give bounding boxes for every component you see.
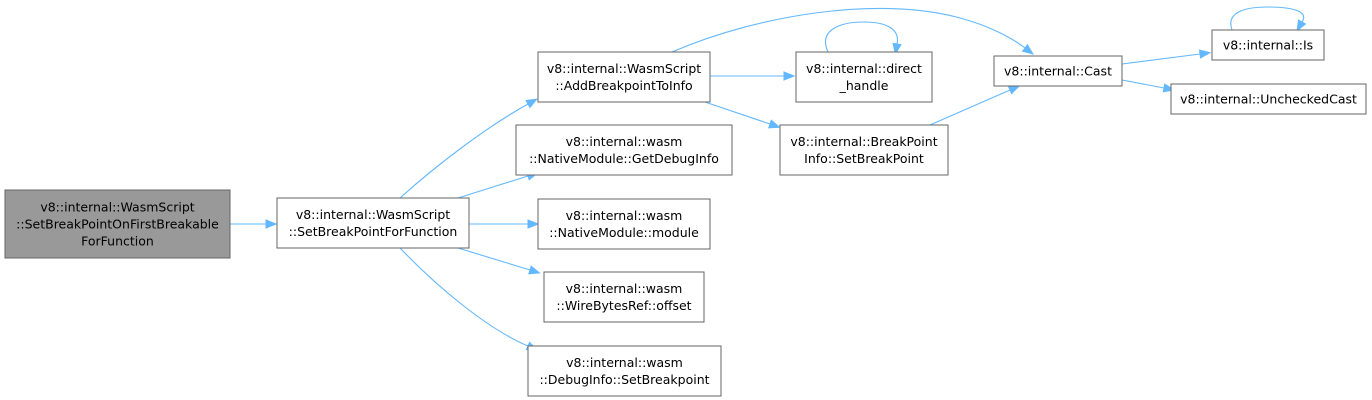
- node-label-line: v8::internal::wasm: [566, 355, 683, 370]
- arrowhead: [1198, 49, 1212, 59]
- node-label-line: ::NativeModule::module: [549, 225, 699, 240]
- edge-line: [1230, 6, 1305, 31]
- node-root[interactable]: v8::internal::WasmScript::SetBreakPointO…: [4, 189, 231, 259]
- edge-set_bp_for_fn-to-wire_offset: [457, 247, 541, 275]
- edge-cast-to-unchecked_cast: [1121, 79, 1176, 93]
- edge-line: [457, 247, 531, 271]
- node-box[interactable]: [4, 189, 231, 259]
- edge-line: [825, 21, 898, 53]
- node-is[interactable]: v8::internal::Is: [1211, 29, 1325, 61]
- node-label-line: v8::internal::wasm: [566, 134, 683, 149]
- node-label-line: ::WireBytesRef::offset: [556, 298, 691, 313]
- arrowhead: [783, 71, 796, 81]
- node-label-line: _handle: [839, 78, 889, 93]
- edge-is-to-is: [1230, 6, 1307, 32]
- edge-line: [1121, 79, 1165, 89]
- edge-set_bp_for_fn-to-native_module: [469, 219, 540, 229]
- edge-line: [399, 103, 529, 199]
- node-box[interactable]: [276, 197, 470, 249]
- node-box[interactable]: [515, 124, 733, 176]
- edge-set_bp_for_fn-to-add_bp_to_info: [399, 98, 538, 199]
- node-label-line: ::SetBreakPointForFunction: [289, 224, 458, 239]
- node-label-line: ForFunction: [81, 234, 154, 249]
- node-bpinfo-set[interactable]: v8::internal::BreakPointInfo::SetBreakPo…: [779, 124, 949, 176]
- node-label-line: v8::internal::direct: [806, 61, 922, 76]
- edge-line: [1121, 53, 1201, 65]
- edge-line: [399, 247, 529, 347]
- node-label-line: v8::internal::WasmScript: [547, 61, 701, 76]
- node-cast[interactable]: v8::internal::Cast: [993, 55, 1123, 87]
- node-label-line: v8::internal::UncheckedCast: [1180, 92, 1357, 107]
- edge-set_bp_for_fn-to-debug_set_bp: [399, 247, 539, 351]
- nodes-layer: v8::internal::WasmScript::SetBreakPointO…: [4, 29, 1367, 397]
- node-box[interactable]: [1170, 83, 1367, 115]
- node-unchecked-cast[interactable]: v8::internal::UncheckedCast: [1170, 83, 1367, 115]
- arrowhead: [525, 98, 538, 109]
- node-box[interactable]: [527, 345, 722, 397]
- node-label-line: v8::internal::BreakPoint: [790, 134, 937, 149]
- edge-bpinfo_set-to-cast: [929, 85, 1021, 126]
- node-label-line: ::NativeModule::GetDebugInfo: [529, 151, 719, 166]
- arrowhead: [768, 119, 781, 129]
- arrowhead: [1021, 43, 1035, 55]
- edge-add_bp_to_info-to-direct_handle: [710, 71, 796, 81]
- node-label-line: ::DebugInfo::SetBreakpoint: [539, 372, 709, 387]
- node-native-module[interactable]: v8::internal::wasm::NativeModule::module: [537, 198, 711, 250]
- node-label-line: ::AddBreakpointToInfo: [555, 78, 692, 93]
- node-add-bp-to-info[interactable]: v8::internal::WasmScript::AddBreakpointT…: [537, 51, 711, 103]
- node-box[interactable]: [795, 51, 933, 103]
- node-label-line: v8::internal::wasm: [566, 208, 683, 223]
- edge-line: [704, 101, 771, 125]
- arrowhead: [527, 219, 540, 229]
- node-label-line: v8::internal::WasmScript: [40, 200, 194, 215]
- edge-add_bp_to_info-to-cast: [671, 7, 1035, 55]
- edge-line: [671, 7, 1026, 53]
- node-label-line: Info::SetBreakPoint: [804, 151, 924, 166]
- node-set-bp-for-fn[interactable]: v8::internal::WasmScript::SetBreakPointF…: [276, 197, 470, 249]
- arrowhead: [265, 219, 278, 229]
- arrowhead: [892, 42, 902, 56]
- edge-line: [457, 175, 529, 199]
- edge-root-to-set_bp_for_fn: [230, 219, 278, 229]
- edge-set_bp_for_fn-to-get_debug_info: [457, 171, 539, 199]
- node-box[interactable]: [993, 55, 1123, 87]
- node-label-line: v8::internal::Is: [1223, 38, 1313, 53]
- node-box[interactable]: [543, 271, 705, 323]
- node-label-line: v8::internal::Cast: [1004, 64, 1112, 79]
- node-label-line: v8::internal::WasmScript: [296, 207, 450, 222]
- node-box[interactable]: [537, 198, 711, 250]
- node-label-line: v8::internal::wasm: [566, 281, 683, 296]
- node-box[interactable]: [779, 124, 949, 176]
- arrowhead: [1007, 85, 1021, 95]
- arrowhead: [528, 265, 541, 275]
- node-direct-handle[interactable]: v8::internal::direct_handle: [795, 51, 933, 103]
- node-box[interactable]: [537, 51, 711, 103]
- edge-line: [929, 89, 1011, 126]
- node-wire-offset[interactable]: v8::internal::wasm::WireBytesRef::offset: [543, 271, 705, 323]
- node-debug-set-bp[interactable]: v8::internal::wasm::DebugInfo::SetBreakp…: [527, 345, 722, 397]
- node-label-line: ::SetBreakPointOnFirstBreakable: [16, 217, 219, 232]
- edge-add_bp_to_info-to-bpinfo_set: [704, 101, 781, 129]
- node-box[interactable]: [1211, 29, 1325, 61]
- edge-cast-to-is: [1121, 49, 1212, 65]
- edges-layer: [230, 6, 1307, 351]
- node-get-debug-info[interactable]: v8::internal::wasm::NativeModule::GetDeb…: [515, 124, 733, 176]
- edge-direct_handle-to-direct_handle: [825, 21, 902, 56]
- arrowhead: [1296, 19, 1307, 32]
